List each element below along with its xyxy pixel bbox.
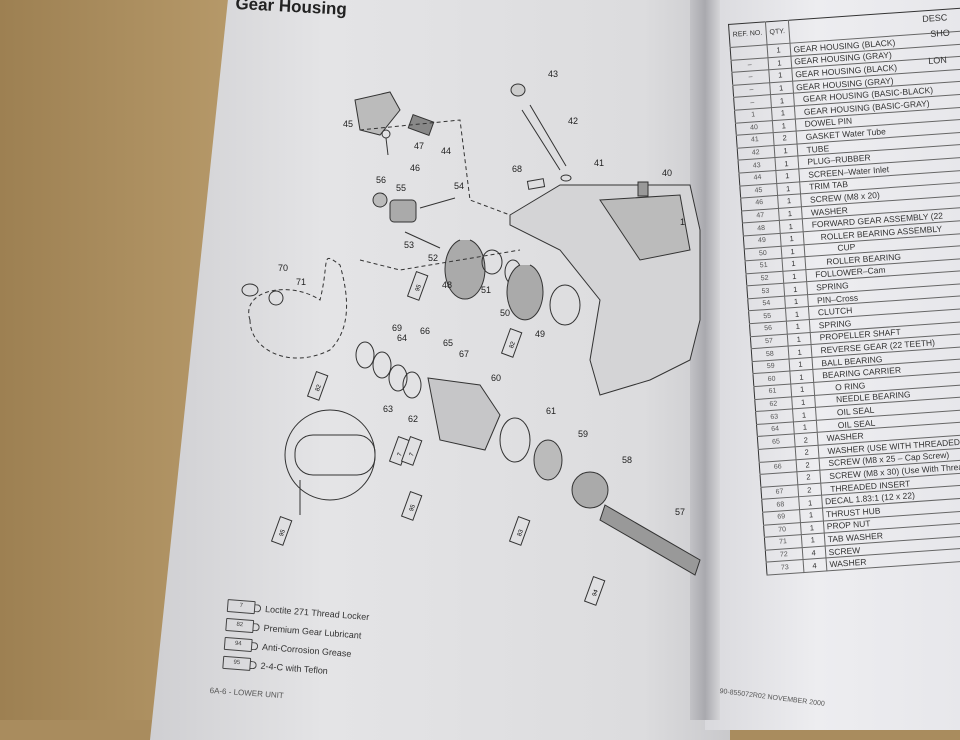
lubricant-tube-icon: 82 — [500, 328, 523, 358]
callout-71: 71 — [296, 277, 306, 287]
lubricant-tube-icon: 82 — [306, 371, 329, 401]
tube-code: 94 — [592, 588, 600, 597]
tube-icon: 7 — [226, 598, 256, 615]
book-gutter — [690, 0, 720, 720]
legend-label: 2-4-C with Teflon — [260, 660, 329, 676]
callout-43: 43 — [548, 69, 558, 79]
lubricant-tube-icon: 95 — [406, 271, 429, 301]
callout-57: 57 — [675, 507, 685, 517]
callout-62: 62 — [408, 414, 418, 424]
callout-51: 51 — [481, 285, 491, 295]
lubricant-tube-icon: 83 — [508, 516, 531, 546]
callout-60: 60 — [491, 373, 501, 383]
callout-68: 68 — [512, 164, 522, 174]
callout-54: 54 — [454, 181, 464, 191]
bearing-carrier-part — [427, 377, 501, 451]
lubricant-tube-icon: 94 — [583, 576, 606, 606]
tube-icon: 82 — [225, 617, 255, 634]
column-header-ref: REF. NO. — [728, 21, 767, 48]
water-tube-part — [521, 104, 567, 171]
callout-53: 53 — [404, 240, 414, 250]
tube-code: 82 — [509, 340, 517, 349]
callout-45: 45 — [343, 119, 353, 129]
trim-tab-part — [354, 91, 401, 136]
side-label-long: LON — [928, 54, 948, 66]
lubricant-tube-icon: 95 — [270, 516, 293, 546]
callout-55: 55 — [396, 183, 406, 193]
tube-code: 7 — [409, 452, 416, 458]
side-label-short: SHO — [930, 27, 951, 39]
lubricant-tube-icon: 7 — [400, 436, 423, 466]
tube-code: 95 — [409, 503, 417, 512]
tube-code: 95 — [279, 528, 287, 537]
callout-40: 40 — [662, 168, 672, 178]
tube-icon: 94 — [223, 636, 253, 653]
callout-65: 65 — [443, 338, 453, 348]
callout-59: 59 — [578, 429, 588, 439]
callout-50: 50 — [500, 308, 510, 318]
cell-ref: 73 — [766, 559, 804, 576]
column-header-description: DESC — [922, 12, 948, 24]
callout-56: 56 — [376, 175, 386, 185]
callout-61: 61 — [546, 406, 556, 416]
tube-icon: 95 — [222, 655, 252, 671]
callout-46: 46 — [410, 163, 420, 173]
lubricant-tube-icon: 95 — [400, 491, 423, 521]
callout-1: 1 — [680, 217, 685, 227]
callout-44: 44 — [441, 146, 451, 156]
column-header-qty: QTY. — [765, 20, 790, 45]
callout-64: 64 — [397, 333, 407, 343]
callout-48: 48 — [442, 280, 452, 290]
callout-69: 69 — [392, 323, 402, 333]
callout-49: 49 — [535, 329, 545, 339]
callout-66: 66 — [420, 326, 430, 336]
propeller-outline — [248, 258, 348, 359]
callout-63: 63 — [383, 404, 393, 414]
callout-52: 52 — [428, 253, 438, 263]
callout-41: 41 — [594, 158, 604, 168]
tube-code: 82 — [315, 383, 323, 392]
cell-qty: 4 — [802, 558, 827, 573]
right-page — [705, 0, 960, 730]
callout-42: 42 — [568, 116, 578, 126]
tube-code: 95 — [415, 283, 423, 292]
tube-code: 7 — [397, 452, 404, 458]
propeller-shaft-part — [599, 504, 701, 576]
callout-70: 70 — [278, 263, 288, 273]
callout-67: 67 — [459, 349, 469, 359]
legend-label: Anti-Corrosion Grease — [261, 641, 352, 659]
tube-code: 83 — [517, 528, 525, 537]
callout-58: 58 — [622, 455, 632, 465]
callout-47: 47 — [414, 141, 424, 151]
